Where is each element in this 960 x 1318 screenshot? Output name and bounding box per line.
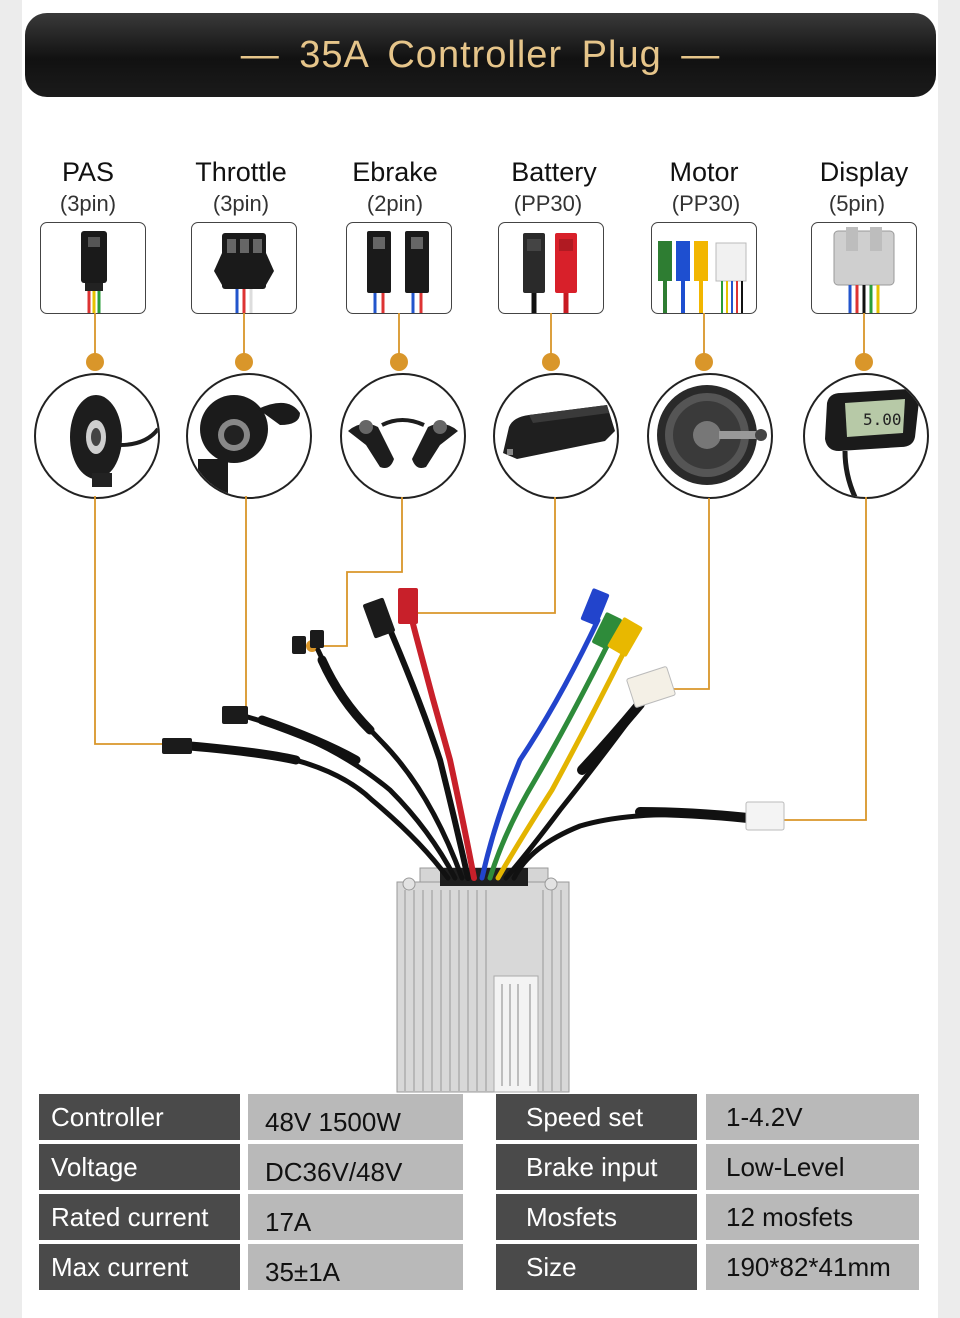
connector-title-ebrake: Ebrake bbox=[352, 157, 438, 187]
brake-lever-icon bbox=[348, 418, 458, 468]
display-plug-icon bbox=[833, 227, 895, 313]
connector-title-motor: Motor bbox=[669, 157, 739, 187]
spec-label-speed-set: Speed set bbox=[496, 1094, 697, 1140]
connector-pins-throttle: (3pin) bbox=[212, 191, 270, 216]
lcd-readout: 5.00 bbox=[863, 410, 902, 429]
battery-leader-line bbox=[409, 313, 556, 614]
battery-device bbox=[493, 373, 619, 499]
spec-value-brake-input: Low-Level bbox=[706, 1144, 919, 1190]
spec-value-rated-current: 17A bbox=[248, 1194, 463, 1240]
motor-phase-blue-cable bbox=[479, 617, 601, 881]
cable-connectors bbox=[162, 588, 785, 831]
battery-negative-cable bbox=[385, 622, 471, 881]
spec-label-max-current: Max current bbox=[39, 1244, 240, 1290]
connector-pins-display: (5pin) bbox=[828, 191, 886, 216]
spec-value-mosfets: 12 mosfets bbox=[706, 1194, 919, 1240]
battery-plug-image bbox=[498, 222, 604, 314]
spec-label-size: Size bbox=[496, 1244, 697, 1290]
throttle-plug-image bbox=[191, 222, 297, 314]
spec-value-controller: 48V 1500W bbox=[248, 1094, 463, 1140]
controller-box bbox=[396, 867, 570, 1093]
throttle-leader-line bbox=[243, 313, 247, 713]
connector-pins-ebrake: (2pin) bbox=[366, 191, 424, 216]
battery-plug-icon bbox=[523, 233, 577, 313]
motor-phase-green-cable bbox=[487, 637, 613, 881]
pas-plug-icon bbox=[81, 231, 107, 313]
pas-plug-image bbox=[40, 222, 146, 314]
connector-title-throttle: Throttle bbox=[195, 157, 287, 187]
display-leader-line bbox=[760, 313, 867, 821]
spec-label-rated-current: Rated current bbox=[39, 1194, 240, 1240]
leader-dots bbox=[86, 353, 873, 826]
motor-plug-image bbox=[651, 222, 757, 314]
spec-value-speed-set: 1-4.2V bbox=[706, 1094, 919, 1140]
spec-value-voltage: DC36V/48V bbox=[248, 1144, 463, 1190]
battery-pack-icon bbox=[503, 405, 615, 459]
spec-value-max-current: 35±1A bbox=[248, 1244, 463, 1290]
spec-label-voltage: Voltage bbox=[39, 1144, 240, 1190]
left-margin bbox=[0, 0, 22, 1318]
pas-leader-line bbox=[94, 313, 180, 745]
title-banner: — 35A Controller Plug — bbox=[25, 13, 936, 97]
connector-pins-battery: (PP30) bbox=[513, 191, 583, 216]
connector-title-pas: PAS bbox=[61, 157, 115, 187]
controller-label-sticker bbox=[493, 975, 539, 1093]
spec-label-mosfets: Mosfets bbox=[496, 1194, 697, 1240]
spec-label-controller: Controller bbox=[39, 1094, 240, 1140]
display-device: 5.00 bbox=[803, 373, 929, 499]
motor-phase-yellow-cable bbox=[495, 645, 629, 881]
spec-value-size: 190*82*41mm bbox=[706, 1244, 919, 1290]
connector-pins-pas: (3pin) bbox=[59, 191, 117, 216]
ebrake-levers-device bbox=[340, 373, 466, 499]
ebrake-leader-line bbox=[312, 313, 403, 647]
motor-plug-icon bbox=[658, 241, 747, 313]
spec-label-brake-input: Brake input bbox=[496, 1144, 697, 1190]
throttle-device bbox=[186, 373, 312, 499]
ebrake-plug-image bbox=[346, 222, 452, 314]
battery-positive-cable bbox=[409, 617, 477, 881]
throttle-plug-icon bbox=[214, 233, 274, 313]
lcd-display-icon: 5.00 bbox=[825, 389, 919, 497]
right-margin bbox=[938, 0, 960, 1318]
motor-device bbox=[647, 373, 773, 499]
hub-motor-icon bbox=[657, 385, 767, 485]
connector-title-battery: Battery bbox=[511, 157, 597, 187]
connector-title-display: Display bbox=[819, 157, 909, 187]
thumb-throttle-icon bbox=[198, 395, 300, 493]
banner-title: — 35A Controller Plug — bbox=[240, 33, 721, 76]
ebrake-plug-icon bbox=[367, 231, 429, 313]
pas-sensor-device bbox=[34, 373, 160, 499]
pas-sensor-icon bbox=[70, 395, 158, 487]
display-plug-image bbox=[811, 222, 917, 314]
connector-pins-motor: (PP30) bbox=[671, 191, 741, 216]
